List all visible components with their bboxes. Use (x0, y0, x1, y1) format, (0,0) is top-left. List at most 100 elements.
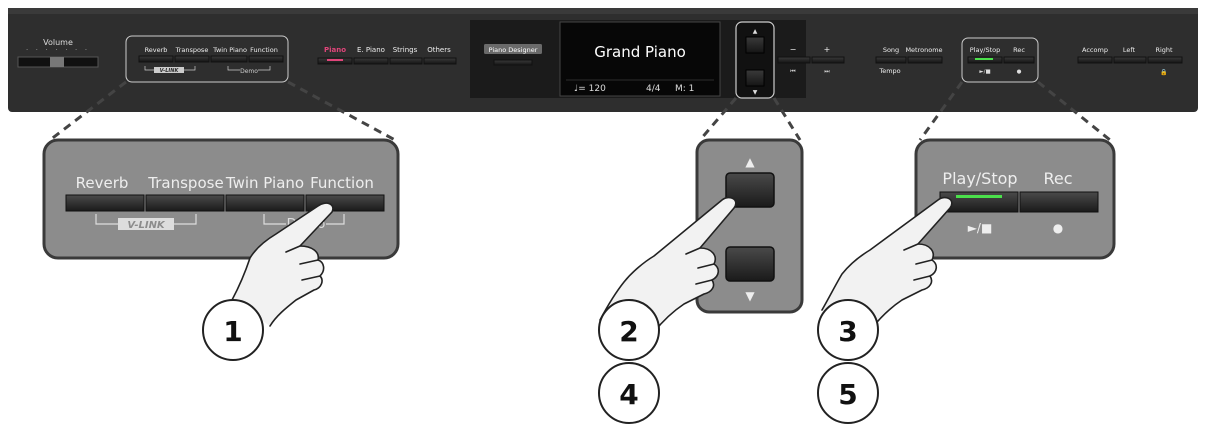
zoom-twin-piano-button[interactable] (225, 194, 305, 212)
lcd-tone-name: Grand Piano (594, 43, 686, 61)
zoom-rec-button[interactable] (1019, 191, 1099, 213)
panel-down-arrow-icon: ▼ (753, 89, 758, 96)
vlink-text: V-LINK (160, 68, 180, 74)
rec-button[interactable] (1003, 56, 1035, 64)
connector-left-a (49, 80, 127, 142)
pointing-hand-2 (599, 196, 737, 333)
zoom-rec-icon: ● (1053, 221, 1063, 235)
reverb-button[interactable] (138, 55, 174, 63)
accomp-button[interactable] (1077, 56, 1113, 64)
piano-designer-button[interactable] (493, 59, 533, 66)
playstop-label: Play/Stop (970, 46, 1001, 54)
strings-tone-label: Strings (393, 46, 418, 54)
step-circle-4 (598, 362, 660, 424)
zoom-reverb-button[interactable] (65, 194, 145, 212)
volume-slider-knob[interactable] (50, 57, 64, 67)
left-button[interactable] (1113, 56, 1147, 64)
zoom-rec-label: Rec (1043, 169, 1072, 188)
plus-button[interactable] (811, 56, 845, 64)
step-number-5: 5 (838, 378, 857, 411)
lcd-screen (559, 21, 721, 97)
zoom-up-arrow-icon: ▲ (745, 155, 755, 169)
step-circle-1 (202, 299, 264, 361)
split-section: Accomp Left Right 🔒 (1077, 46, 1183, 76)
song-metronome: Song Metronome Tempo (875, 46, 943, 75)
pointing-hand-1 (231, 202, 334, 327)
connector-right-a (918, 81, 964, 141)
zoom-down-arrow-icon: ▼ (745, 289, 755, 303)
connector-right-b (1037, 80, 1111, 142)
zoom-vlink-text: V-LINK (127, 220, 166, 231)
rec-label: Rec (1013, 46, 1025, 54)
display-section: Piano Designer Grand Piano ♩= 120 4/4 M:… (470, 20, 845, 99)
hand-2-shape (599, 196, 737, 333)
hand-2-fingers (685, 247, 715, 285)
rec-icon: ● (1017, 69, 1022, 75)
zoom-function-label: Function (310, 174, 374, 192)
button-group-effects: Reverb Transpose Twin Piano Function V-L… (138, 46, 284, 75)
demo-label: Demo (240, 68, 258, 75)
vlink-badge (154, 67, 184, 73)
bwd-icon: ⏮ (790, 68, 796, 75)
zoom-center: ▲ ▼ (695, 138, 804, 314)
right-label: Right (1155, 46, 1173, 54)
zoom-transpose-button[interactable] (145, 194, 225, 212)
right-button[interactable] (1147, 56, 1183, 64)
hand-3-shape (821, 196, 953, 329)
zoom-down-button[interactable] (725, 246, 775, 282)
panel-up-arrow-icon: ▲ (753, 28, 758, 35)
step-circle-5 (817, 362, 879, 424)
volume-label: Volume (43, 38, 73, 47)
hand-1-shape (231, 202, 334, 327)
zoom-up-button[interactable] (725, 172, 775, 208)
reverb-label: Reverb (145, 46, 168, 54)
metronome-button[interactable] (907, 56, 943, 64)
piano-tone-indicator (327, 59, 343, 61)
twin-piano-button[interactable] (210, 55, 248, 63)
metronome-label: Metronome (905, 46, 942, 54)
function-button[interactable] (248, 55, 284, 63)
epiano-tone-label: E. Piano (357, 46, 385, 54)
song-button[interactable] (875, 56, 907, 64)
fwd-icon: ⏭ (824, 68, 830, 75)
panel-down-button[interactable] (745, 69, 765, 87)
zoom-playstop-icon: ►/■ (968, 221, 993, 235)
zoom-playstop-label: Play/Stop (942, 169, 1017, 188)
lcd-tempo: ♩= 120 (574, 84, 606, 94)
piano-tone-label: Piano (324, 46, 346, 54)
zoom-connectors (49, 80, 1111, 142)
lcd-measure: M: 1 (675, 84, 694, 94)
step-number-2: 2 (619, 315, 638, 348)
top-panel: Volume · · · · · · · Reverb Transpose Tw… (8, 8, 1198, 112)
minus-label: − (790, 45, 797, 54)
zoom-twin-piano-label: Twin Piano (225, 174, 304, 192)
epiano-tone-button[interactable] (353, 57, 389, 65)
playstop-icon: ►/■ (979, 69, 990, 75)
transpose-label: Transpose (175, 46, 209, 54)
left-label: Left (1123, 46, 1136, 54)
piano-designer-badge (484, 44, 542, 54)
strings-tone-button[interactable] (389, 57, 423, 65)
song-label: Song (883, 46, 899, 54)
lcd-beat: 4/4 (646, 84, 661, 94)
function-label: Function (250, 46, 278, 54)
tempo-label: Tempo (878, 67, 900, 75)
panel-up-button[interactable] (745, 36, 765, 54)
step-circle-3 (817, 299, 879, 361)
minus-button[interactable] (777, 56, 811, 64)
zoom-playstop-indicator (956, 195, 1002, 198)
others-tone-button[interactable] (423, 57, 457, 65)
step-number-4: 4 (619, 378, 638, 411)
transport-section: Play/Stop Rec ►/■ ● (961, 37, 1039, 83)
transpose-button[interactable] (174, 55, 210, 63)
volume-scale-dots: · · · · · · · (26, 47, 90, 54)
hand-3-fingers (903, 243, 933, 281)
plus-label: + (824, 45, 831, 54)
connector-left-b (287, 80, 396, 142)
twin-piano-label: Twin Piano (212, 46, 247, 54)
step-markers: 1 2 4 3 5 (202, 299, 879, 424)
others-tone-label: Others (427, 46, 451, 54)
step-number-1: 1 (223, 315, 242, 348)
zoom-right: Play/Stop Rec ►/■ ● (914, 138, 1116, 260)
step-number-3: 3 (838, 315, 857, 348)
